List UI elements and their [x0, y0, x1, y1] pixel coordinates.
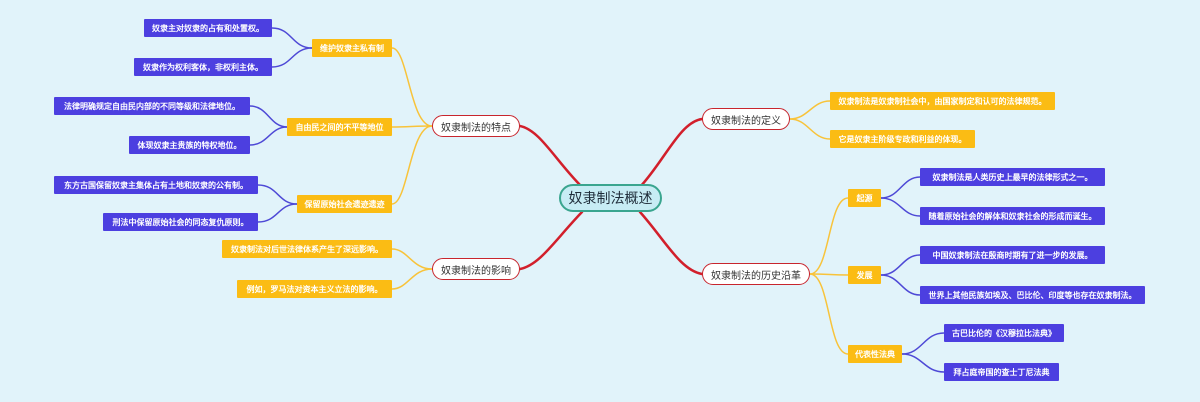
branch-history[interactable]: 奴隶制法的历史沿革: [702, 263, 810, 285]
influence-detail[interactable]: 奴隶制法对后世法律体系产生了深远影响。: [222, 240, 392, 258]
branch-features[interactable]: 奴隶制法的特点: [432, 115, 520, 137]
feature-detail[interactable]: 刑法中保留原始社会的同态复仇原则。: [103, 213, 258, 231]
history-detail[interactable]: 拜占庭帝国的查士丁尼法典: [944, 363, 1059, 381]
feature-private-ownership[interactable]: 维护奴隶主私有制: [312, 39, 392, 57]
feature-detail[interactable]: 体现奴隶主贵族的特权地位。: [129, 136, 250, 154]
history-detail[interactable]: 随着原始社会的解体和奴隶社会的形成而诞生。: [920, 207, 1105, 225]
feature-detail[interactable]: 法律明确规定自由民内部的不同等级和法律地位。: [54, 97, 250, 115]
branch-influence[interactable]: 奴隶制法的影响: [432, 258, 520, 280]
history-codes[interactable]: 代表性法典: [848, 345, 902, 363]
root-topic[interactable]: 奴隶制法概述: [559, 184, 662, 212]
history-detail[interactable]: 中国奴隶制法在殷商时期有了进一步的发展。: [920, 246, 1105, 264]
history-detail[interactable]: 古巴比伦的《汉穆拉比法典》: [944, 324, 1064, 342]
branch-definition[interactable]: 奴隶制法的定义: [702, 108, 790, 130]
history-detail[interactable]: 世界上其他民族如埃及、巴比伦、印度等也存在奴隶制法。: [920, 286, 1145, 304]
history-development[interactable]: 发展: [848, 266, 881, 284]
feature-inequality[interactable]: 自由民之间的不平等地位: [287, 118, 392, 136]
history-origin[interactable]: 起源: [848, 189, 881, 207]
history-detail[interactable]: 奴隶制法是人类历史上最早的法律形式之一。: [920, 168, 1105, 186]
influence-detail[interactable]: 例如，罗马法对资本主义立法的影响。: [237, 280, 392, 298]
definition-detail[interactable]: 奴隶制法是奴隶制社会中，由国家制定和认可的法律规范。: [830, 92, 1055, 110]
feature-detail[interactable]: 奴隶主对奴隶的占有和处置权。: [144, 19, 272, 37]
feature-detail[interactable]: 奴隶作为权利客体，非权利主体。: [134, 58, 272, 76]
feature-detail[interactable]: 东方古国保留奴隶主集体占有土地和奴隶的公有制。: [54, 176, 258, 194]
definition-detail[interactable]: 它是奴隶主阶级专政和利益的体现。: [830, 130, 975, 148]
feature-primitive-remnants[interactable]: 保留原始社会遗迹遗迹: [297, 195, 392, 213]
